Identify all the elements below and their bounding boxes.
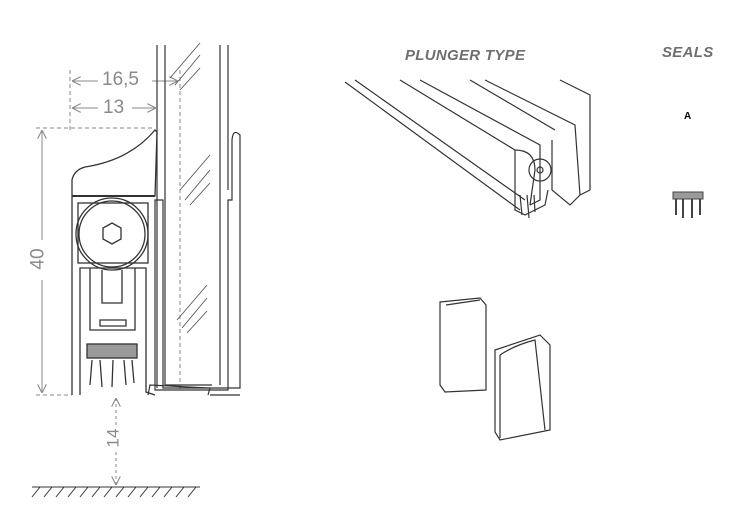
seal-label-a: A [684, 111, 692, 122]
hex-bolt-icon [102, 222, 122, 245]
glass-panel [147, 42, 241, 396]
dimension-gap: 14 [103, 428, 123, 448]
plunger-type-title: PLUNGER TYPE [405, 47, 526, 64]
seal-profile-section [71, 129, 158, 396]
dimension-width-total: 16,5 [102, 69, 139, 90]
dimension-width-profile: 13 [103, 97, 125, 118]
dimension-lines [36, 70, 181, 485]
end-caps [439, 297, 551, 441]
seal-type-a-icon [672, 191, 704, 218]
seals-title: SEALS [662, 44, 714, 61]
plunger-type-perspective [344, 79, 591, 219]
floor-hatch [31, 486, 200, 498]
dimension-height: 40 [27, 248, 49, 270]
